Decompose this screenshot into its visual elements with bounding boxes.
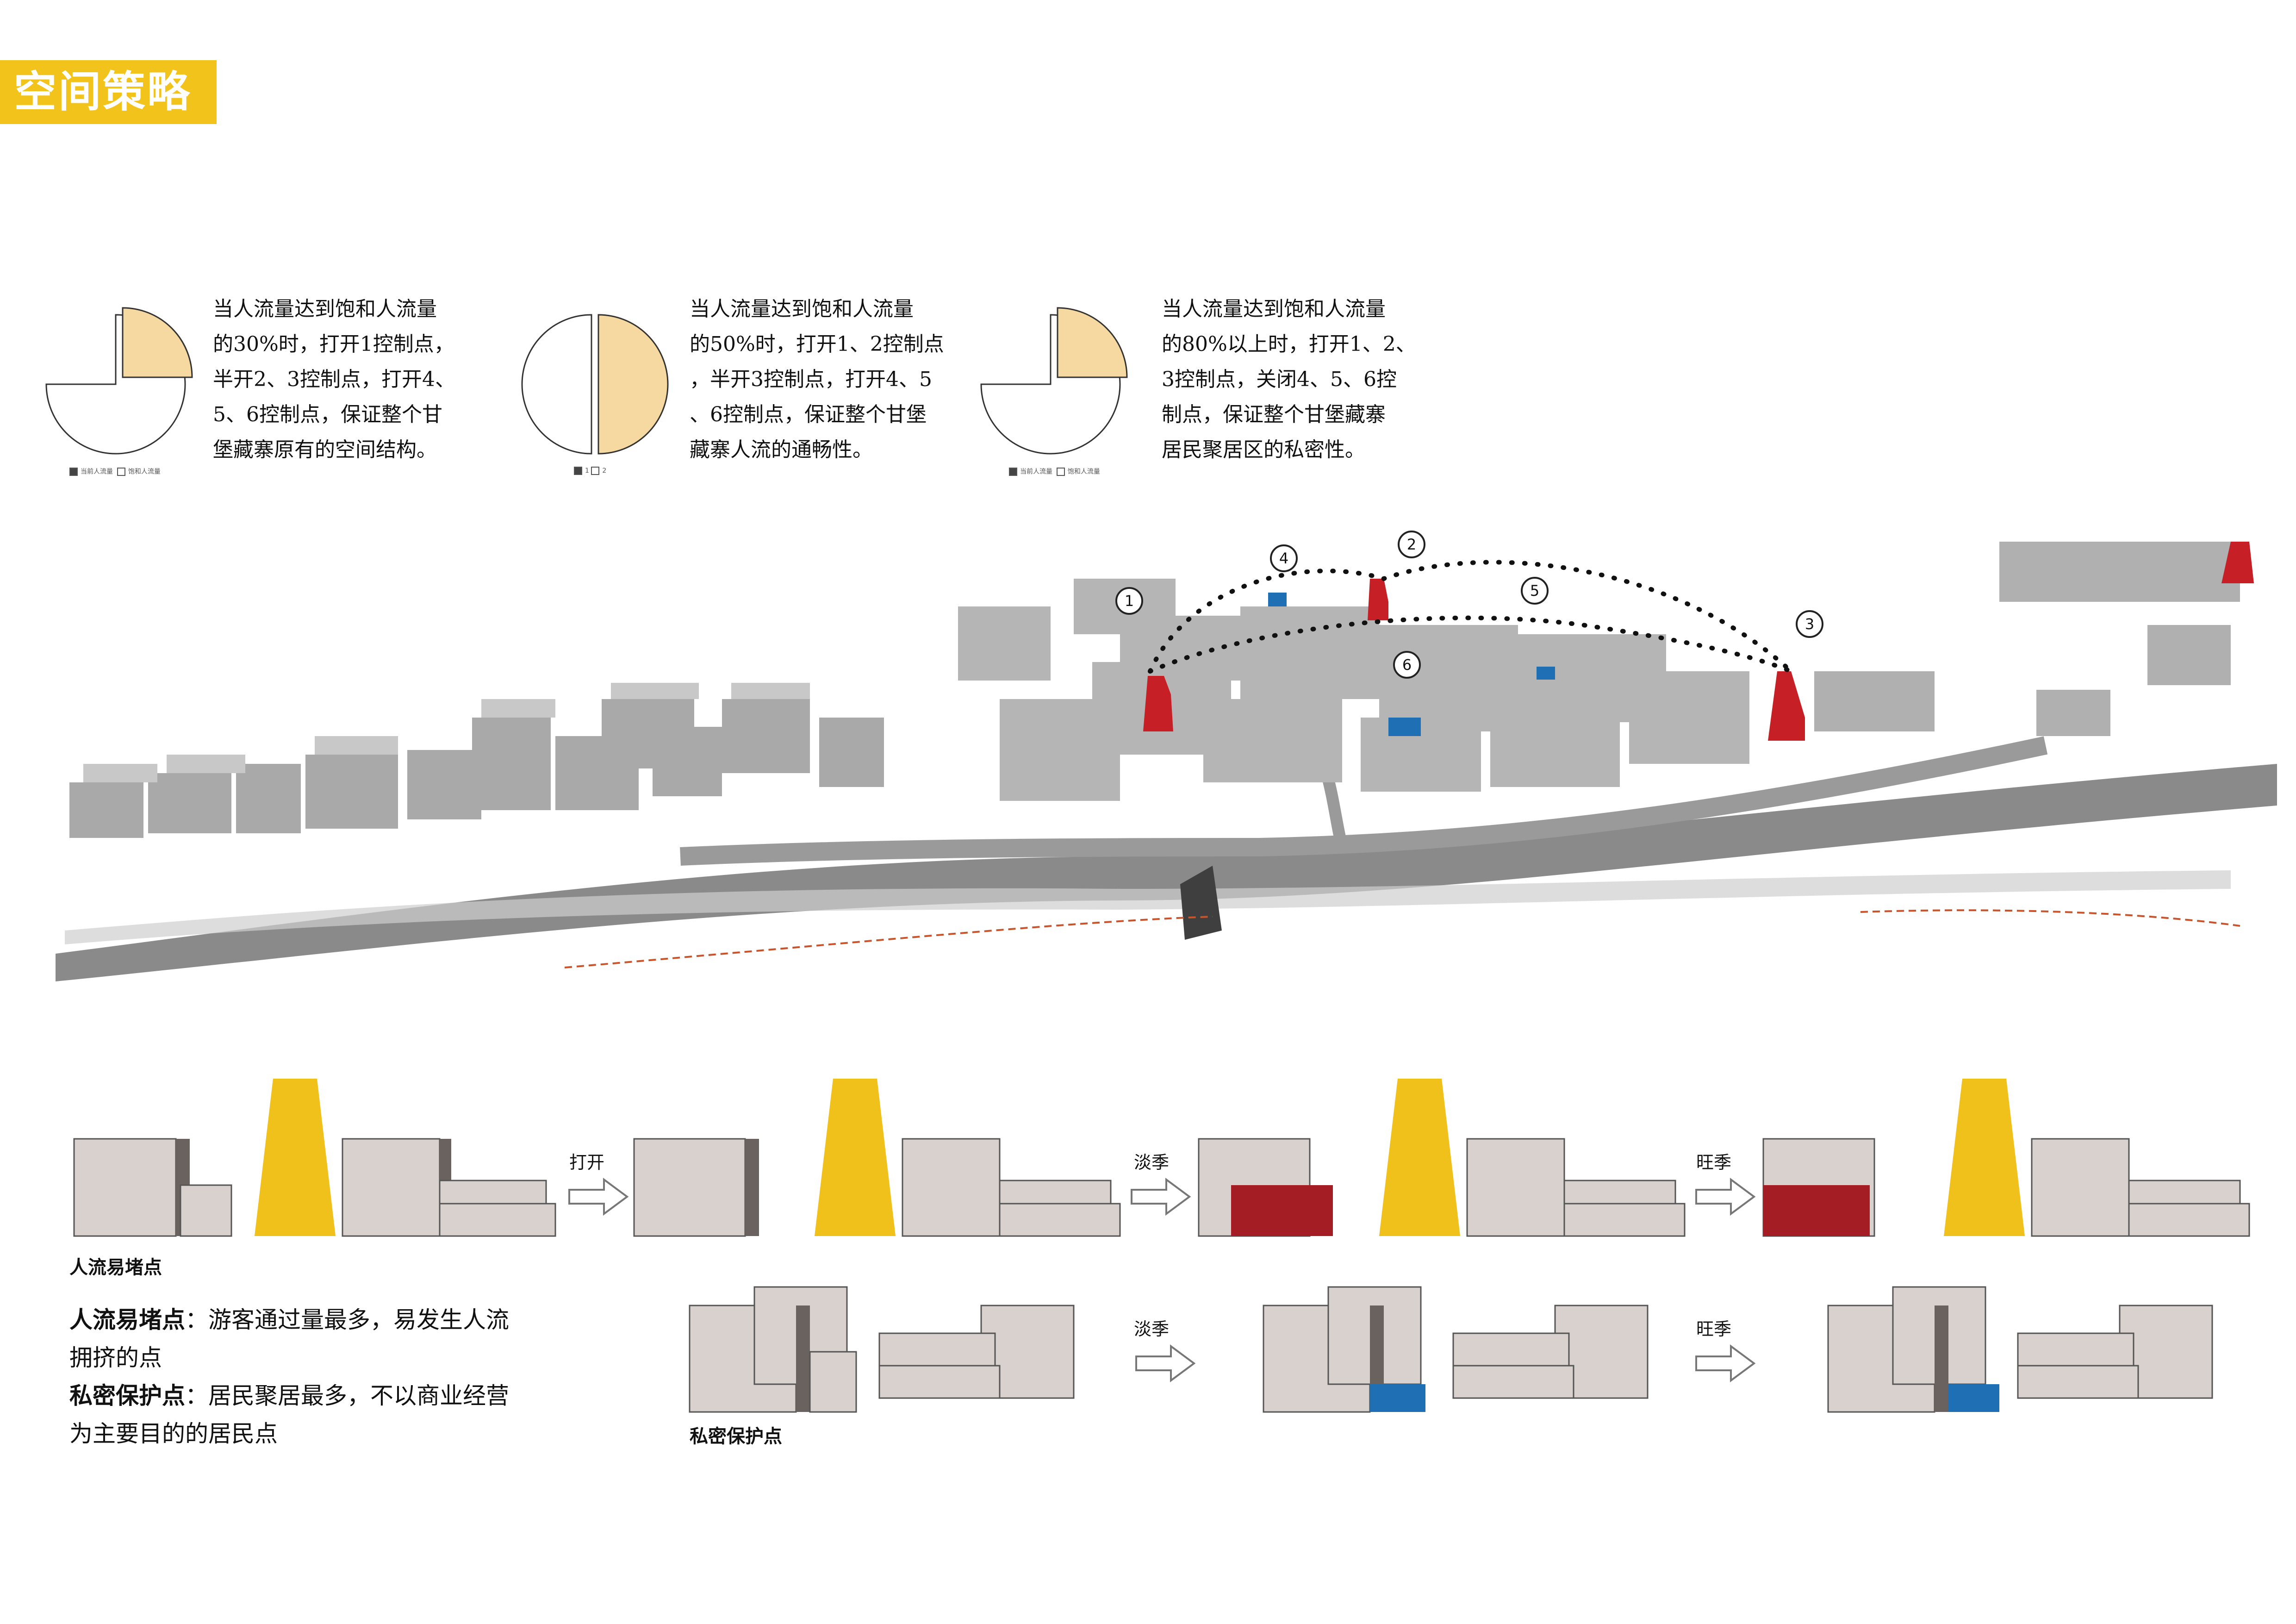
section-label-crowd: 人流易堵点: [69, 1257, 162, 1278]
pie-caption-2: 当人流量达到饱和人流量 的50%时，打开1、2控制点 ，半开3控制点，打开4、5…: [690, 297, 944, 462]
definition-privacy: 私密保护点：居民聚居最多，不以商业经营 为主要目的的居民点: [69, 1377, 579, 1453]
pie-current-3: [1057, 307, 1128, 378]
pie-current-1: [122, 307, 193, 378]
privacy-diagram-off-season: [1263, 1286, 1649, 1413]
marker-2: 2: [1398, 531, 1425, 558]
yellow-tower: [1379, 1079, 1460, 1236]
step-label-off-season: 淡季: [1134, 1152, 1170, 1173]
arrow-privacy-off-season: [1135, 1344, 1196, 1382]
arrow-peak-season: [1695, 1178, 1756, 1216]
step-label-privacy-peak-season: 旺季: [1696, 1319, 1732, 1339]
pie-chart-1: [45, 307, 193, 455]
definition-crowd-text: ：游客通过量最多，易发生人流 拥挤的点: [69, 1306, 509, 1371]
control-tower-2: [1368, 579, 1388, 620]
pie-caption-1: 当人流量达到饱和人流量 的30%时，打开1控制点， 半开2、3控制点，打开4、 …: [213, 297, 455, 462]
upper-road: [680, 736, 2048, 866]
arrow-privacy-peak-season: [1695, 1344, 1756, 1382]
pie-chart-3: [980, 307, 1128, 455]
definition-privacy-text: ：居民聚居最多，不以商业经营 为主要目的的居民点: [69, 1382, 509, 1447]
section-label-privacy: 私密保护点: [690, 1426, 782, 1447]
marker-5: 5: [1521, 577, 1549, 605]
privacy-point: [1268, 593, 1287, 606]
pie-legend-2: 1 2: [574, 467, 606, 475]
bridge: [1180, 866, 1222, 940]
marker-1: 1: [1115, 587, 1143, 615]
step-label-open: 打开: [569, 1152, 605, 1173]
yellow-tower: [255, 1079, 336, 1236]
privacy-diagram-peak-season: [1827, 1286, 2213, 1413]
definition-crowd-term: 人流易堵点: [69, 1306, 185, 1333]
marker-6: 6: [1393, 651, 1421, 679]
arrow-off-season: [1131, 1178, 1191, 1216]
crowd-diagram-off-season: [1198, 1079, 1686, 1237]
control-tower-1: [1143, 676, 1173, 731]
pie-remaining-2: [521, 314, 592, 455]
marker-4: 4: [1270, 544, 1298, 572]
crowd-diagram-base: [73, 1079, 556, 1237]
pie-chart-2: [521, 314, 669, 455]
definition-privacy-term: 私密保护点: [69, 1382, 185, 1409]
step-label-privacy-off-season: 淡季: [1134, 1319, 1170, 1339]
page-title: 空间策略: [0, 60, 217, 124]
aerial-site-plan: [56, 542, 2277, 981]
arrow-open: [568, 1178, 629, 1216]
step-label-peak-season: 旺季: [1696, 1152, 1732, 1173]
crowd-diagram-peak-season: [1762, 1079, 2250, 1237]
control-tower-4: [2221, 542, 2254, 583]
pie-caption-3: 当人流量达到饱和人流量 的80%以上时，打开1、2、 3控制点，关闭4、5、6控…: [1162, 297, 1416, 462]
marker-3: 3: [1796, 610, 1823, 638]
yellow-tower: [1944, 1079, 2025, 1236]
pie-legend-1: 当前人流量 饱和人流量: [69, 467, 161, 476]
privacy-diagram-base: [689, 1286, 1075, 1413]
main-road: [56, 764, 2277, 981]
river-band: [65, 870, 2231, 944]
control-tower-3: [1768, 671, 1805, 741]
yellow-tower: [815, 1079, 896, 1236]
definition-crowd: 人流易堵点：游客通过量最多，易发生人流 拥挤的点: [69, 1301, 579, 1377]
crowd-diagram-open: [633, 1079, 1121, 1237]
privacy-point: [1537, 667, 1555, 680]
privacy-point: [1388, 718, 1421, 736]
pie-current-2: [597, 314, 669, 455]
pie-legend-3: 当前人流量 饱和人流量: [1009, 467, 1100, 476]
